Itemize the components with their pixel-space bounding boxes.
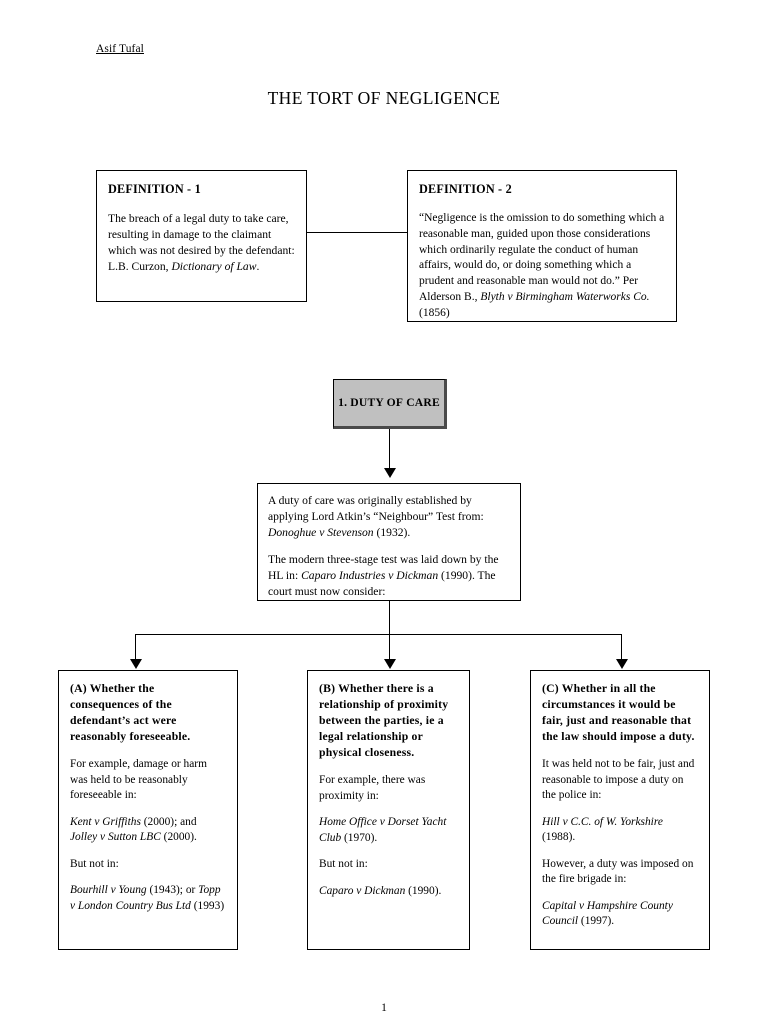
branch-c-connector bbox=[621, 634, 622, 660]
branch-c-content: (C) Whether in all the circumstances it … bbox=[531, 671, 709, 940]
branch-b-content: (B) Whether there is a relationship of p… bbox=[308, 671, 469, 909]
duty-to-test-connector bbox=[389, 429, 390, 469]
branch-a-case-4: Topp v London Country Bus Ltd bbox=[70, 884, 221, 912]
branch-a-case-3: Bourhill v Young bbox=[70, 884, 147, 897]
branch-c-case-1: Hill v C.C. of W. Yorkshire bbox=[542, 815, 663, 828]
branch-c-example-lead: It was held not to be fair, just and rea… bbox=[542, 758, 695, 802]
definition-1-source-tail: . bbox=[256, 259, 260, 273]
branch-a-heading: (A) Whether the consequences of the defe… bbox=[70, 682, 191, 744]
branch-c-but-not-label: However, a duty was imposed on the fire … bbox=[542, 857, 694, 886]
branch-a-connector bbox=[135, 634, 136, 660]
three-stage-test-box: A duty of care was originally establishe… bbox=[257, 483, 521, 601]
duty-of-care-node: 1. DUTY OF CARE bbox=[333, 379, 447, 429]
branch-b-case-1-tail: (1970). bbox=[341, 831, 378, 844]
test-p2-lead: The modern three-stage test was laid dow… bbox=[268, 552, 499, 582]
test-p2-case: Caparo Industries v Dickman bbox=[301, 568, 439, 582]
branch-b-box: (B) Whether there is a relationship of p… bbox=[307, 670, 470, 950]
branch-b-cases-against: Caparo v Dickman (1990). bbox=[319, 884, 458, 900]
branch-c-case-2-tail: (1997). bbox=[578, 915, 615, 928]
test-p2-tail: (1990). The court must now consider: bbox=[268, 568, 496, 598]
branch-a-case-3-tail: (1943); or bbox=[146, 884, 196, 897]
definition-1-heading: DEFINITION - 1 bbox=[108, 182, 201, 196]
branch-a-case-4-tail: (1993) bbox=[190, 899, 225, 912]
branch-b-heading: (B) Whether there is a relationship of p… bbox=[319, 682, 449, 760]
branch-a-case-2: Jolley v Sutton LBC bbox=[70, 831, 161, 844]
duty-of-care-line2: CARE bbox=[406, 395, 440, 409]
definition-1-source: Dictionary of Law bbox=[171, 259, 257, 273]
branch-a-but-not-label: But not in: bbox=[70, 857, 119, 870]
branch-a-cases-against: Bourhill v Young (1943); or Topp v Londo… bbox=[70, 883, 226, 914]
duty-to-test-arrowhead bbox=[384, 468, 396, 478]
definition-connector-line bbox=[306, 232, 408, 233]
branch-c-arrowhead bbox=[616, 659, 628, 669]
branch-b-connector bbox=[389, 634, 390, 660]
branch-a-case-1-tail: (2000); and bbox=[140, 815, 197, 828]
duty-of-care-line1: 1. DUTY OF bbox=[338, 395, 404, 409]
branch-c-cases-against: Capital v Hampshire County Council (1997… bbox=[542, 899, 698, 930]
page-title: THE TORT OF NEGLIGENCE bbox=[267, 88, 501, 108]
author-byline: Asif Tufal bbox=[96, 43, 144, 55]
branch-b-cases-for: Home Office v Dorset Yacht Club (1970). bbox=[319, 815, 458, 846]
branch-c-heading: (C) Whether in all the circumstances it … bbox=[542, 682, 695, 744]
branch-a-case-2-tail: (2000). bbox=[160, 831, 197, 844]
branch-b-example-lead: For example, there was proximity in: bbox=[319, 774, 426, 802]
branch-a-case-1: Kent v Griffiths bbox=[70, 815, 141, 828]
branch-a-arrowhead bbox=[130, 659, 142, 669]
branch-b-but-not-label: But not in: bbox=[319, 858, 368, 871]
branch-c-case-2: Capital v Hampshire County Council bbox=[542, 899, 673, 928]
test-to-branches-connector bbox=[389, 601, 390, 635]
definition-2-content: DEFINITION - 2 “Negligence is the omissi… bbox=[408, 171, 676, 330]
definition-2-body: “Negligence is the omission to do someth… bbox=[419, 211, 665, 322]
test-paragraph-2: The modern three-stage test was laid dow… bbox=[268, 552, 510, 600]
definition-1-text: The breach of a legal duty to take care,… bbox=[108, 211, 295, 273]
branch-b-case-2-tail: (1990). bbox=[405, 884, 442, 897]
definition-2-box: DEFINITION - 2 “Negligence is the omissi… bbox=[407, 170, 677, 322]
test-paragraph-1: A duty of care was originally establishe… bbox=[268, 493, 510, 541]
definition-2-heading: DEFINITION - 2 bbox=[419, 182, 512, 196]
branch-c-case-1-tail: (1988). bbox=[542, 831, 576, 844]
test-p1-lead: A duty of care was originally establishe… bbox=[268, 494, 484, 523]
definition-1-box: DEFINITION - 1 The breach of a legal dut… bbox=[96, 170, 307, 302]
branch-a-cases-for: Kent v Griffiths (2000); and Jolley v Su… bbox=[70, 815, 226, 846]
definition-1-body: The breach of a legal duty to take care,… bbox=[108, 211, 295, 275]
branch-a-content: (A) Whether the consequences of the defe… bbox=[59, 671, 237, 924]
branch-a-example-lead: For example, damage or harm was held to … bbox=[70, 758, 207, 802]
page-number: 1 bbox=[381, 1002, 387, 1014]
definition-1-content: DEFINITION - 1 The breach of a legal dut… bbox=[97, 171, 306, 283]
branch-c-box: (C) Whether in all the circumstances it … bbox=[530, 670, 710, 950]
duty-of-care-label: 1. DUTY OF CARE bbox=[334, 380, 444, 426]
three-stage-test-content: A duty of care was originally establishe… bbox=[258, 484, 520, 609]
test-p1-case: Donoghue v Stevenson bbox=[268, 525, 374, 539]
branch-b-case-2: Caparo v Dickman bbox=[319, 884, 406, 897]
branch-b-arrowhead bbox=[384, 659, 396, 669]
branch-c-cases-for: Hill v C.C. of W. Yorkshire (1988). bbox=[542, 815, 698, 846]
definition-2-source-tail: (1856) bbox=[419, 306, 450, 319]
test-p1-tail: (1932). bbox=[373, 525, 411, 539]
branch-b-case-1: Home Office v Dorset Yacht Club bbox=[319, 816, 447, 844]
definition-2-text: “Negligence is the omission to do someth… bbox=[419, 211, 665, 304]
branch-a-box: (A) Whether the consequences of the defe… bbox=[58, 670, 238, 950]
definition-2-source: Blyth v Birmingham Waterworks Co. bbox=[480, 291, 650, 304]
branch-split-bar bbox=[135, 634, 621, 635]
